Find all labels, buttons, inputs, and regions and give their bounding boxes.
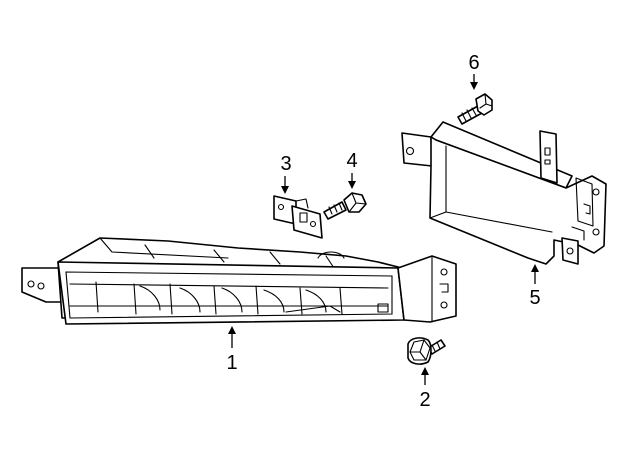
fog-lamp-assembly[interactable]	[21, 237, 457, 325]
callout-4-leader	[348, 173, 356, 189]
callout-4-label: 4	[346, 150, 357, 172]
callout-5-label: 5	[529, 287, 540, 309]
screw[interactable]	[323, 192, 367, 220]
retaining-clip[interactable]	[273, 195, 323, 239]
callout-2-leader	[421, 367, 429, 385]
callout-2-label: 2	[419, 389, 430, 411]
callout-5-leader	[531, 264, 539, 284]
mounting-bracket[interactable]	[401, 121, 607, 265]
bolt-upper[interactable]	[457, 93, 493, 125]
callout-3-label: 3	[280, 153, 291, 175]
bolt-lower[interactable]	[407, 337, 446, 365]
callout-6-label: 6	[468, 52, 479, 74]
callout-1-label: 1	[226, 352, 237, 374]
callout-6-leader	[470, 74, 478, 90]
callout-1-leader	[228, 326, 236, 348]
callout-3-leader	[281, 176, 289, 194]
